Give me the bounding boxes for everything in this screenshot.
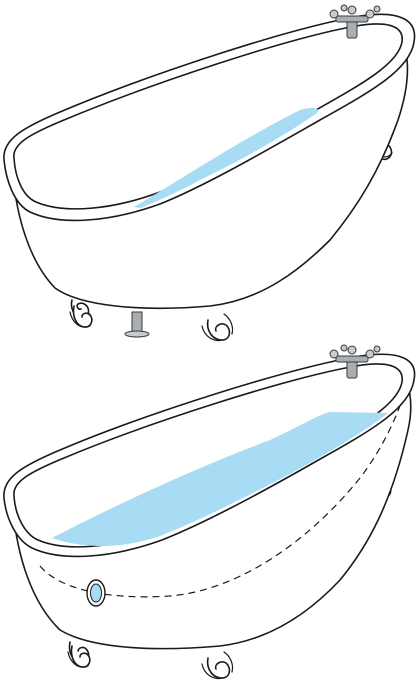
bathtub-top	[4, 5, 415, 341]
bathtub-bottom	[4, 345, 415, 679]
claw-foot-icon	[202, 314, 233, 341]
drain-pipe-icon	[125, 312, 149, 337]
overflow-port-icon	[87, 580, 105, 606]
claw-foot-icon	[202, 652, 233, 679]
